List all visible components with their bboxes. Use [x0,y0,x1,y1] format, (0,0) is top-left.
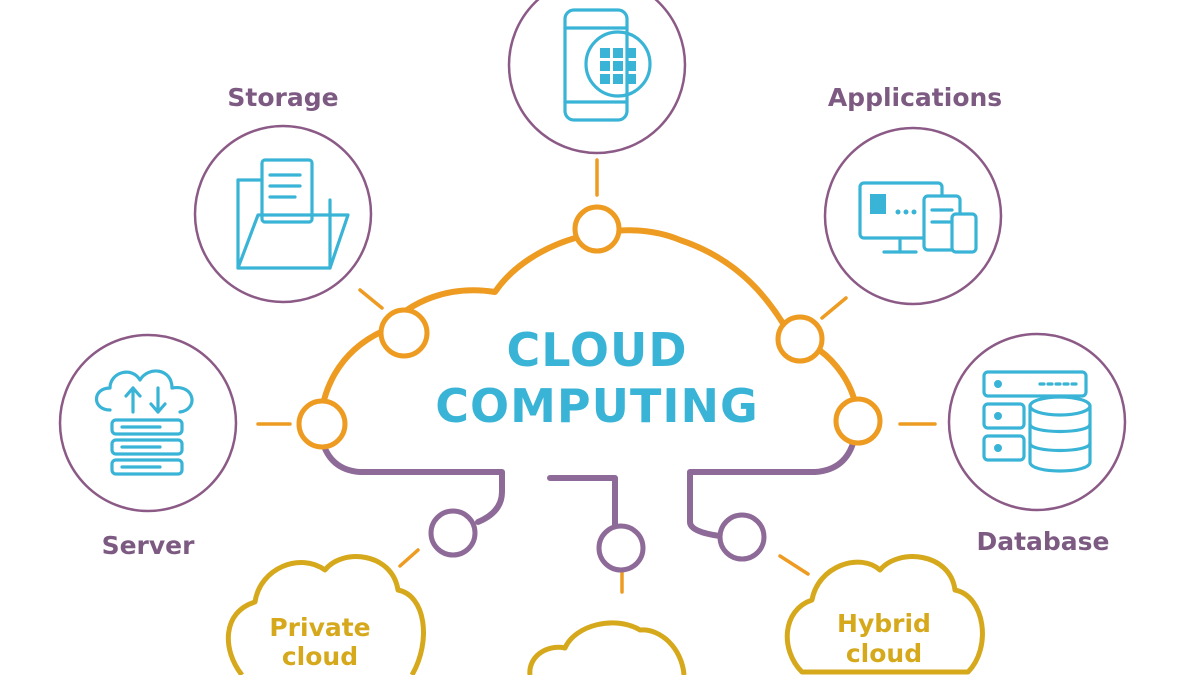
branch-nodes [428,508,767,573]
server-label: Server [102,531,196,560]
storage-label: Storage [227,83,338,112]
service-node-database: Database [947,332,1127,556]
service-node-applications: Applications [823,83,1003,306]
database-label: Database [976,527,1109,556]
deployment-branches [319,437,857,594]
service-node-server: Server [58,333,238,560]
service-connectors [256,158,937,426]
server-upload-download-icon [94,369,194,476]
service-node-storage: Storage [193,83,373,304]
center-title-line-1: CLOUD [506,323,687,377]
service-node-top [507,0,687,155]
database-icon [982,370,1092,473]
deployment-private-cloud: Private cloud [225,554,426,675]
private-cloud-line-1: Private [269,613,370,642]
cloud-connector-nodes [296,204,883,450]
folder-documents-icon [236,158,350,270]
mobile-app-icon [563,8,652,122]
deployment-public-cloud [527,620,687,675]
deployment-hybrid-cloud: Hybrid cloud [784,554,985,675]
devices-icon [858,181,978,254]
hybrid-cloud-line-1: Hybrid [837,609,931,638]
private-cloud-line-2: cloud [282,642,358,671]
applications-label: Applications [828,83,1002,112]
center-title-line-2: COMPUTING [435,379,758,433]
hybrid-cloud-line-2: cloud [846,639,922,668]
